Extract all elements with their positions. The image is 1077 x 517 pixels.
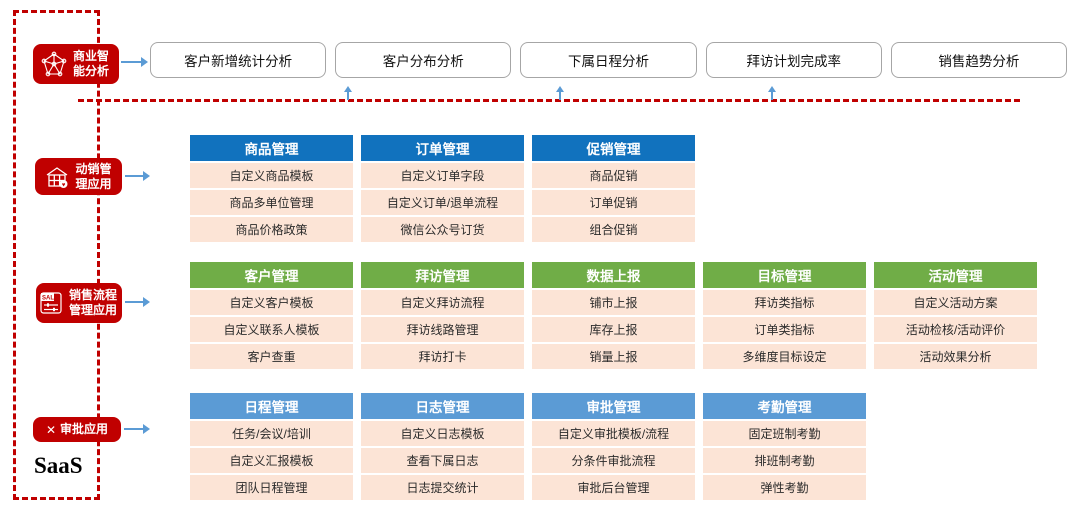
- table-row: 商品促销: [532, 163, 695, 188]
- table-customer-management: 客户管理 自定义客户模板 自定义联系人模板 客户查重: [190, 262, 353, 369]
- table-row: 拜访类指标: [703, 290, 866, 315]
- category-label: 销售流程管理应用: [68, 288, 117, 317]
- bi-box-sales-trend: 销售趋势分析: [890, 42, 1068, 78]
- table-activity-management: 活动管理 自定义活动方案 活动检核/活动评价 活动效果分析: [874, 262, 1037, 369]
- table-target-management: 目标管理 拜访类指标 订单类指标 多维度目标设定: [703, 262, 866, 369]
- arrow-right-icon: [121, 57, 148, 67]
- arrow-up-icon: [556, 86, 564, 100]
- table-header: 商品管理: [190, 135, 353, 161]
- table-row: 拜访线路管理: [361, 317, 524, 342]
- table-row: 排班制考勤: [703, 448, 866, 473]
- table-row: 审批后台管理: [532, 475, 695, 500]
- table-row: 自定义商品模板: [190, 163, 353, 188]
- table-schedule-management: 日程管理 任务/会议/培训 自定义汇报模板 团队日程管理: [190, 393, 353, 500]
- table-row: 自定义拜访流程: [361, 290, 524, 315]
- table-row: 商品价格政策: [190, 217, 353, 242]
- arrow-right-icon: [124, 424, 150, 434]
- table-journal-management: 日志管理 自定义日志模板 查看下属日志 日志提交统计: [361, 393, 524, 500]
- table-header: 活动管理: [874, 262, 1037, 288]
- table-row: 自定义联系人模板: [190, 317, 353, 342]
- table-row: 团队日程管理: [190, 475, 353, 500]
- saas-boundary-box: [13, 10, 100, 500]
- arrow-right-icon: [125, 171, 150, 181]
- store-icon: ♥: [44, 165, 70, 189]
- category-label: 动销管理应用: [75, 161, 112, 191]
- table-row: 自定义日志模板: [361, 421, 524, 446]
- category-sales-process-apps: SALE 销售流程管理应用: [36, 283, 122, 323]
- table-header: 日程管理: [190, 393, 353, 419]
- table-promotion-management: 促销管理 商品促销 订单促销 组合促销: [532, 135, 695, 242]
- table-data-reporting: 数据上报 铺市上报 库存上报 销量上报: [532, 262, 695, 369]
- table-header: 日志管理: [361, 393, 524, 419]
- table-row: 弹性考勤: [703, 475, 866, 500]
- arrow-up-icon: [344, 86, 352, 100]
- table-header: 审批管理: [532, 393, 695, 419]
- table-row: 自定义汇报模板: [190, 448, 353, 473]
- bi-analysis-row: 客户新增统计分析 客户分布分析 下属日程分析 拜访计划完成率 销售趋势分析: [150, 42, 1068, 78]
- table-row: 销量上报: [532, 344, 695, 369]
- table-header: 客户管理: [190, 262, 353, 288]
- table-row: 客户查重: [190, 344, 353, 369]
- table-row: 微信公众号订货: [361, 217, 524, 242]
- table-row: 库存上报: [532, 317, 695, 342]
- table-header: 数据上报: [532, 262, 695, 288]
- bi-box-visit-plan-completion: 拜访计划完成率: [705, 42, 882, 78]
- table-row: 自定义活动方案: [874, 290, 1037, 315]
- table-row: 订单类指标: [703, 317, 866, 342]
- table-row: 自定义订单字段: [361, 163, 524, 188]
- table-row: 拜访打卡: [361, 344, 524, 369]
- table-row: 日志提交统计: [361, 475, 524, 500]
- category-approval-apps: ✕ 审批应用: [33, 417, 121, 442]
- table-header: 考勤管理: [703, 393, 866, 419]
- category-label: 商业智能分析: [72, 49, 109, 78]
- table-header: 目标管理: [703, 262, 866, 288]
- network-icon: [41, 51, 67, 77]
- table-row: 多维度目标设定: [703, 344, 866, 369]
- table-order-management: 订单管理 自定义订单字段 自定义订单/退单流程 微信公众号订货: [361, 135, 524, 242]
- table-row: 固定班制考勤: [703, 421, 866, 446]
- table-approval-management: 审批管理 自定义审批模板/流程 分条件审批流程 审批后台管理: [532, 393, 695, 500]
- x-icon: ✕: [45, 422, 57, 437]
- table-attendance-management: 考勤管理 固定班制考勤 排班制考勤 弹性考勤: [703, 393, 866, 500]
- table-row: 活动检核/活动评价: [874, 317, 1037, 342]
- table-goods-management: 商品管理 自定义商品模板 商品多单位管理 商品价格政策: [190, 135, 353, 242]
- table-row: 活动效果分析: [874, 344, 1037, 369]
- table-row: 铺市上报: [532, 290, 695, 315]
- table-row: 分条件审批流程: [532, 448, 695, 473]
- bi-separator-line: [78, 99, 1020, 102]
- table-row: 订单促销: [532, 190, 695, 215]
- sale-tag-icon: SALE: [39, 291, 63, 315]
- svg-text:♥: ♥: [61, 182, 65, 188]
- table-row: 任务/会议/培训: [190, 421, 353, 446]
- bi-box-customer-distribution: 客户分布分析: [335, 42, 512, 78]
- table-row: 商品多单位管理: [190, 190, 353, 215]
- category-business-intelligence: 商业智能分析: [33, 44, 119, 84]
- table-row: 自定义客户模板: [190, 290, 353, 315]
- table-header: 促销管理: [532, 135, 695, 161]
- category-sales-movement-apps: ♥ 动销管理应用: [35, 158, 122, 195]
- arrow-up-icon: [768, 86, 776, 100]
- table-visit-management: 拜访管理 自定义拜访流程 拜访线路管理 拜访打卡: [361, 262, 524, 369]
- table-row: 自定义审批模板/流程: [532, 421, 695, 446]
- bi-box-subordinate-schedule: 下属日程分析: [520, 42, 697, 78]
- category-label: 审批应用: [60, 422, 109, 436]
- svg-text:SALE: SALE: [42, 295, 58, 301]
- table-header: 拜访管理: [361, 262, 524, 288]
- table-row: 组合促销: [532, 217, 695, 242]
- bi-box-customer-new-stats: 客户新增统计分析: [150, 42, 327, 78]
- arrow-right-icon: [125, 297, 150, 307]
- saas-wordmark: SaaS: [34, 453, 83, 478]
- table-row: 查看下属日志: [361, 448, 524, 473]
- table-header: 订单管理: [361, 135, 524, 161]
- table-row: 自定义订单/退单流程: [361, 190, 524, 215]
